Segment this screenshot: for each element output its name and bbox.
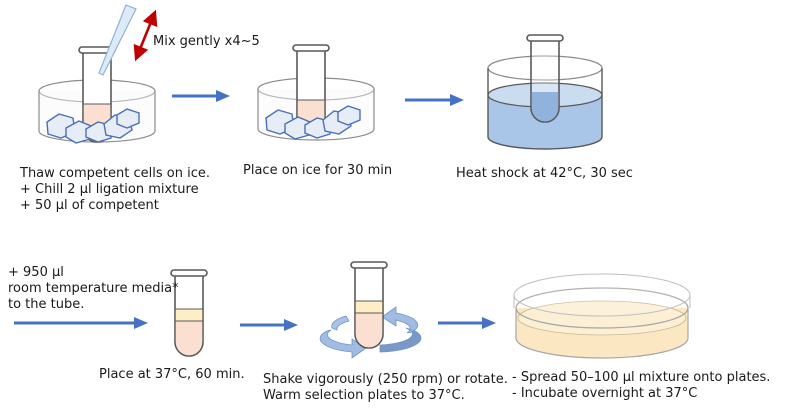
- step-spread-caption: - Spread 50–100 μl mixture onto plates. …: [512, 370, 770, 402]
- tube-icon: [526, 34, 564, 123]
- caption-line: - Incubate overnight at 37°C: [512, 386, 698, 401]
- caption-line: to the tube.: [8, 297, 85, 312]
- flow-arrow-3: [14, 317, 148, 329]
- step-heat-caption: Heat shock at 42°C, 30 sec: [456, 166, 633, 182]
- caption-line: - Spread 50–100 μl mixture onto plates.: [512, 370, 771, 385]
- flow-arrow-4: [240, 319, 298, 331]
- step-shake-illustration: [319, 261, 422, 359]
- caption-line: Heat shock at 42°C, 30 sec: [456, 166, 633, 181]
- step-shake-caption: Shake vigorously (250 rpm) or rotate. Wa…: [263, 372, 508, 404]
- mix-gently-annotation: Mix gently x4~5: [153, 34, 260, 49]
- step-heat-illustration: [487, 34, 603, 150]
- step-thaw-illustration: [38, 4, 158, 144]
- step-media-caption: + 950 μl room temperature media* to the …: [8, 265, 179, 313]
- step-ice-caption: Place on ice for 30 min: [243, 163, 392, 179]
- caption-line: room temperature media*: [8, 281, 179, 296]
- step-ice-illustration: [257, 44, 375, 141]
- tube-icon: [350, 261, 388, 349]
- caption-line: Shake vigorously (250 rpm) or rotate.: [263, 372, 508, 387]
- step-incubate-illustration: [170, 269, 208, 357]
- step-spread-illustration: [513, 273, 691, 359]
- step-thaw-caption: Thaw competent cells on ice. + Chill 2 μ…: [20, 166, 210, 214]
- pipette-tip-icon: [98, 4, 137, 76]
- tube-icon: [170, 269, 208, 357]
- caption-line: Thaw competent cells on ice.: [20, 166, 210, 181]
- caption-line: + Chill 2 μl ligation mixture: [20, 182, 199, 197]
- petri-dish-icon: [513, 273, 691, 359]
- caption-line: Place at 37°C, 60 min.: [99, 367, 245, 382]
- flow-arrow-1: [172, 90, 230, 102]
- rotation-arrows-icon: [319, 306, 422, 359]
- flow-arrow-2: [405, 94, 464, 106]
- step-incubate-caption: Place at 37°C, 60 min.: [99, 367, 245, 383]
- flow-arrow-5: [438, 317, 496, 329]
- ice-cubes-icon: [46, 108, 140, 144]
- caption-line: + 50 μl of competent: [20, 198, 159, 213]
- ice-cubes-icon: [265, 105, 361, 140]
- caption-line: Place on ice for 30 min: [243, 163, 393, 178]
- double-headed-arrow-icon: [133, 9, 158, 62]
- caption-line: Warm selection plates to 37°C.: [263, 388, 465, 403]
- caption-line: + 950 μl: [8, 265, 64, 280]
